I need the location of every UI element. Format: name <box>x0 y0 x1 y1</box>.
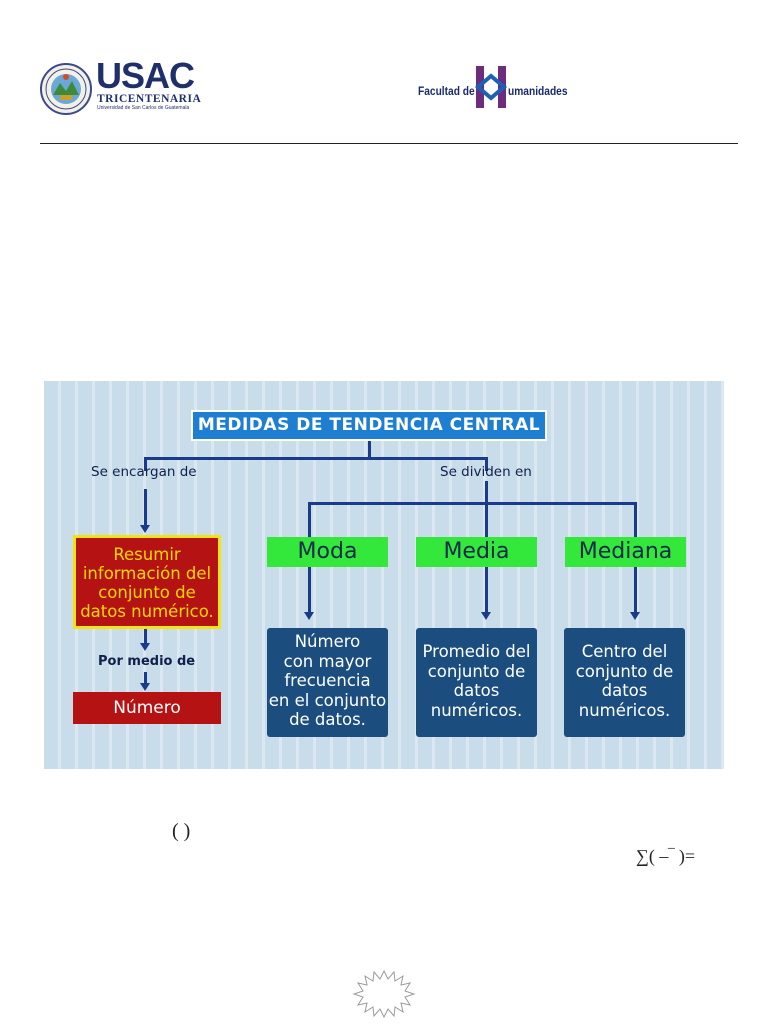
connector-line <box>144 629 147 645</box>
connector-line <box>485 567 488 613</box>
arrow-down-icon <box>630 612 640 620</box>
arrow-down-icon <box>140 643 150 651</box>
connector-line <box>144 489 147 526</box>
usac-logo-subtitle: TRICENTENARIA <box>97 93 202 105</box>
starburst-icon <box>352 969 416 1019</box>
formula-parens: ( ) <box>172 820 191 842</box>
category-mediana: Mediana <box>565 537 686 567</box>
university-seal-icon <box>40 63 92 115</box>
connector-line <box>485 481 488 504</box>
connector-line <box>634 502 637 538</box>
faculty-h-logo-icon <box>474 66 508 108</box>
connector-line <box>634 567 637 613</box>
connector-line <box>308 502 311 538</box>
description-mediana: Centro del conjunto de datos numéricos. <box>564 628 685 737</box>
connector-line <box>308 502 637 505</box>
description-media: Promedio del conjunto de datos numéricos… <box>416 628 537 737</box>
connector-line <box>308 567 311 613</box>
connector-line <box>485 457 488 471</box>
faculty-logo-suffix: umanidades <box>508 84 568 98</box>
concept-map: MEDIDAS DE TENDENCIA CENTRAL Se encargan… <box>44 381 724 769</box>
connector-line <box>368 441 371 458</box>
concept-map-title: MEDIDAS DE TENDENCIA CENTRAL <box>191 410 547 441</box>
connector-line <box>144 457 486 460</box>
formula-sum: ∑( –‾ )= <box>636 846 695 866</box>
category-moda: Moda <box>267 537 388 567</box>
summary-box: Resumir información del conjunto de dato… <box>73 535 221 629</box>
usac-logo-caption: Universidad de San Carlos de Guatemala <box>97 105 190 111</box>
left-branch-label: Se encargan de <box>91 464 197 480</box>
description-moda: Número con mayor frecuencia en el conjun… <box>267 628 388 737</box>
right-branch-label: Se dividen en <box>440 464 532 480</box>
category-media: Media <box>416 537 537 567</box>
arrow-down-icon <box>304 612 314 620</box>
arrow-down-icon <box>140 683 150 691</box>
header-divider <box>40 143 738 144</box>
connector-line <box>144 457 147 471</box>
arrow-down-icon <box>481 612 491 620</box>
arrow-down-icon <box>140 525 150 533</box>
usac-logo-text: USAC <box>96 55 195 96</box>
faculty-logo-prefix: Facultad de <box>418 84 475 98</box>
result-box: Número <box>73 692 221 724</box>
left-connector-label: Por medio de <box>98 654 196 669</box>
connector-line <box>144 672 147 684</box>
connector-line <box>485 502 488 538</box>
